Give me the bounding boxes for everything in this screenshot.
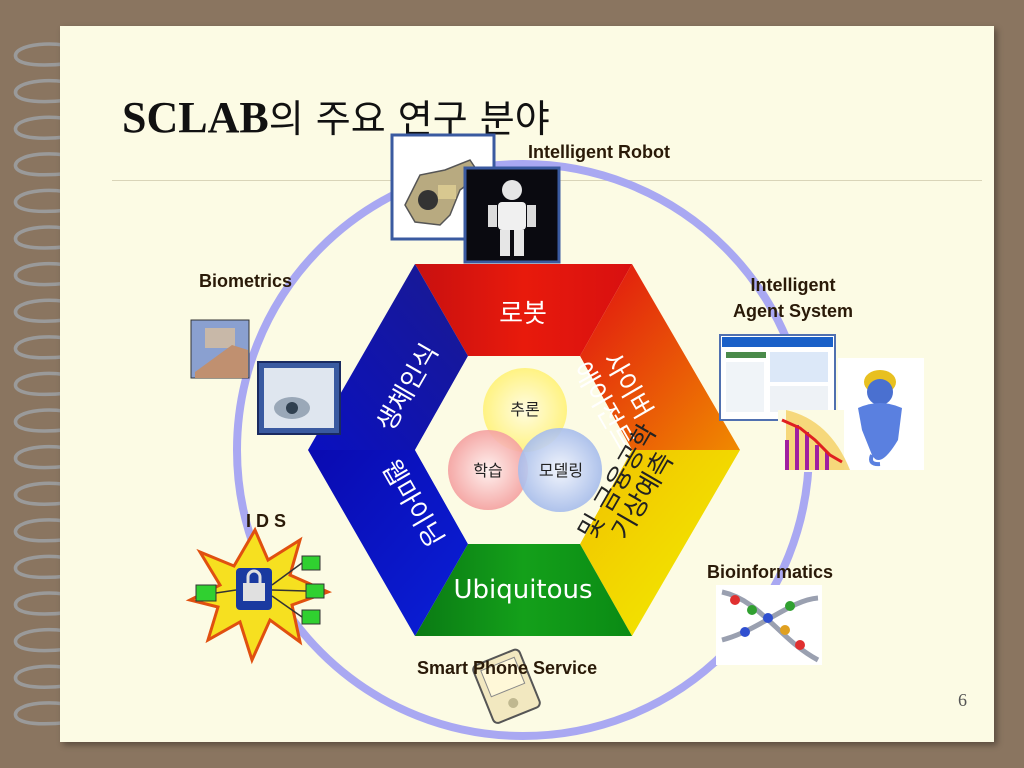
- label-smart-phone-service: Smart Phone Service: [417, 658, 598, 678]
- label-intelligent-robot: Intelligent Robot: [528, 142, 670, 162]
- iris-scan-image: [257, 361, 341, 435]
- label-intelligent-agent-line2: Agent System: [732, 301, 854, 321]
- web-browser-screenshot-image: [719, 334, 836, 421]
- humanoid-robot-image: [463, 166, 561, 264]
- label-bioinformatics: Bioinformatics: [707, 562, 834, 582]
- dna-helix-image: [716, 585, 822, 665]
- label-biometrics: Biometrics: [199, 271, 293, 291]
- fingerprint-scanner-image: [190, 319, 250, 379]
- text-reasoning: 추론: [510, 400, 539, 419]
- label-intelligent-agent-line1: Intelligent: [750, 275, 836, 295]
- page-number: 6: [958, 690, 967, 710]
- label-robot: 로봇: [499, 299, 547, 329]
- circle-modeling: [518, 428, 602, 512]
- segment-web-mining[interactable]: [308, 450, 468, 636]
- label-ubiquitous: Ubiquitous: [453, 575, 592, 605]
- title-english: SCLAB: [122, 93, 269, 142]
- stock-chart-image: [778, 410, 850, 472]
- segment-robot[interactable]: [415, 264, 632, 356]
- circle-learning: [448, 430, 528, 510]
- segment-biometric-recognition[interactable]: [308, 264, 468, 450]
- text-modeling: 모델링: [539, 461, 583, 480]
- segment-ubiquitous[interactable]: [415, 544, 632, 636]
- ids-network-security-image: [185, 526, 333, 665]
- genie-image: [838, 358, 924, 470]
- text-learning: 학습: [473, 461, 502, 480]
- segment-cyber-agent[interactable]: [580, 264, 740, 450]
- smart-phone-image: [472, 648, 541, 724]
- segment-weather-finance[interactable]: [580, 450, 740, 636]
- slide-title: SCLAB의 주요 연구 분야: [122, 88, 550, 143]
- label-intelligent-agent-system: Intelligent Agent System: [728, 272, 858, 324]
- label-ids: I D S: [246, 511, 287, 531]
